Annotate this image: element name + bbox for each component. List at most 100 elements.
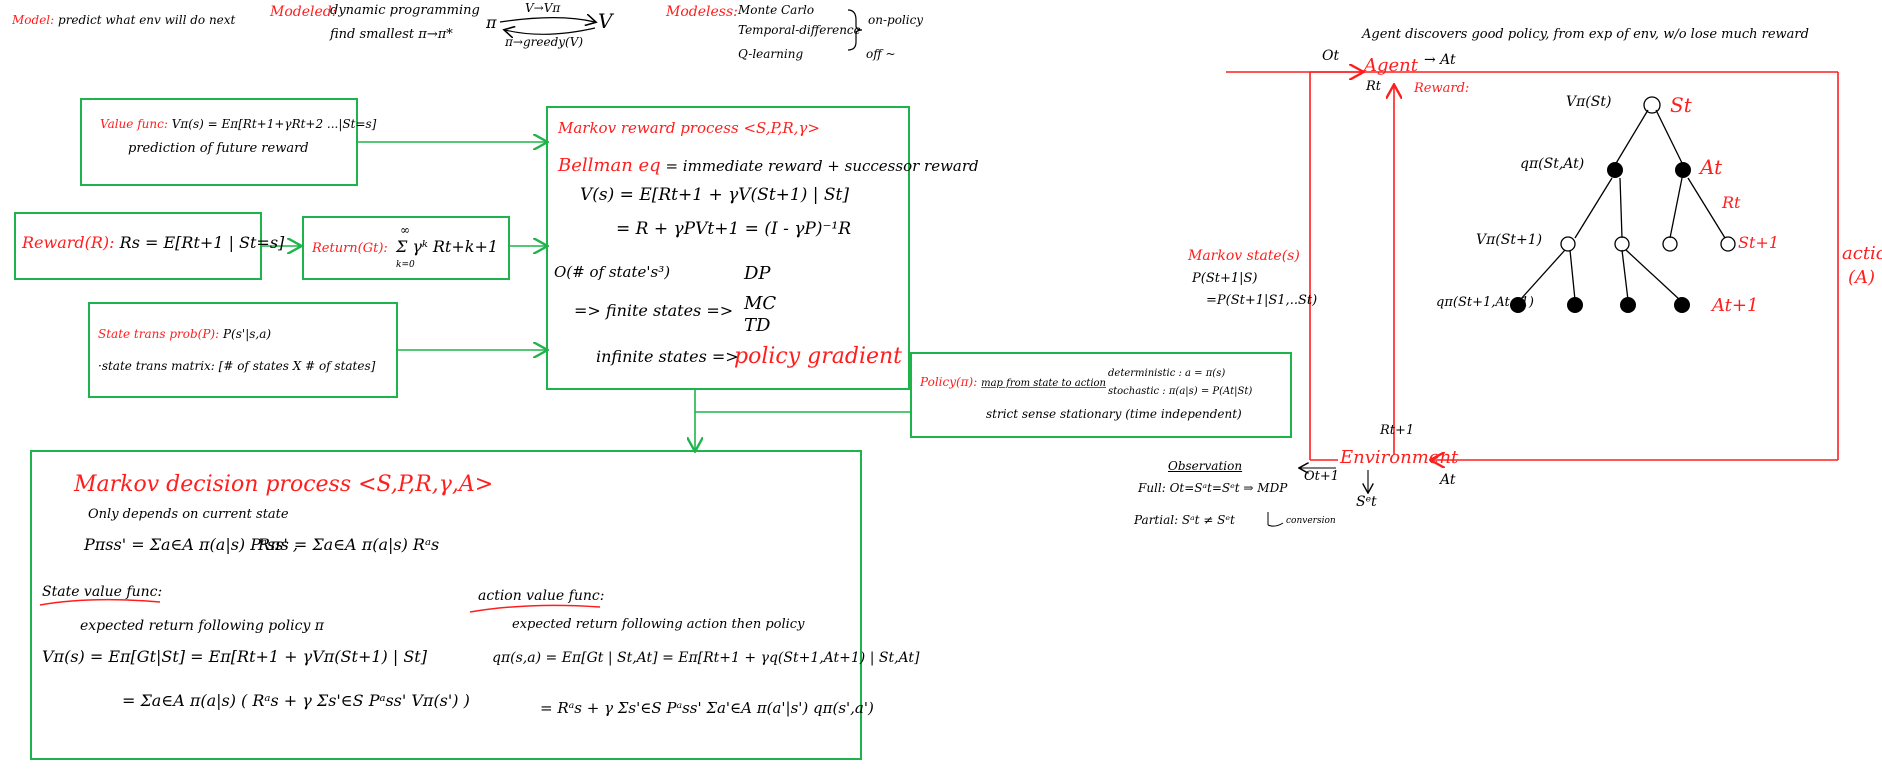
cycle-arrow-bottom	[505, 28, 596, 34]
mrp-complexity: O(# of state's³)	[554, 263, 671, 281]
model-note: Model: predict what env will do next	[12, 13, 236, 28]
observation-title: Observation	[1168, 459, 1243, 473]
modeless-label: Modeless:	[666, 4, 738, 20]
action-value-eq2: = Rᵃs + γ Σs'∈S Pᵃss' Σa'∈A π(a'|s') qπ(…	[540, 699, 874, 717]
policy-map: map from state to action	[981, 378, 1106, 389]
modeled-line1: dynamic programming	[330, 3, 480, 18]
action-nodes	[1510, 162, 1691, 313]
node-st1-c	[1662, 236, 1678, 252]
mrp-dp: DP	[744, 263, 771, 284]
bellman-line: Bellman eq = immediate reward + successo…	[558, 155, 979, 177]
state-trans-label: State trans prob(P):	[98, 327, 220, 341]
return-box: Return(Gt): ∞ Σ γᵏ Rt+k+1 k=0	[302, 216, 510, 280]
mrp-infinite: infinite states =>	[596, 347, 739, 366]
policy-stochastic: stochastic : π(a|s) = P(At|St)	[1108, 386, 1253, 397]
action-label: actio	[1842, 243, 1882, 264]
mdp-only: Only depends on current state	[88, 507, 289, 522]
mdp-box: Markov decision process <S,P,R,γ,A> Only…	[30, 450, 920, 760]
state-value-desc: expected return following policy π	[80, 618, 325, 634]
state-trans-box: State trans prob(P): P(s'|s,a) ·state tr…	[88, 302, 398, 398]
markov-state-eq2: =P(St+1|S1,..St)	[1206, 293, 1318, 308]
env-rt1: Rt+1	[1380, 423, 1415, 438]
tree-q-st1-at1: qπ(St+1,At+1)	[1436, 295, 1534, 310]
tree-st: St	[1670, 93, 1692, 117]
mdp-r-eq: Rπs = Σa∈A π(a|s) Rᵃs	[258, 535, 440, 554]
reward-label: Reward(R):	[22, 233, 115, 252]
model-text: predict what env will do next	[58, 13, 236, 27]
bellman-text: = immediate reward + successor reward	[665, 157, 979, 175]
tree-at: At	[1700, 155, 1723, 179]
modeled-line2: find smallest π→π*	[330, 27, 453, 42]
observation-partial: Partial: Sᵃt ≠ Sᵉt	[1134, 513, 1235, 527]
return-label: Return(Gt):	[312, 241, 388, 256]
modeless-td: Temporal-difference	[738, 23, 861, 37]
backup-tree	[1519, 96, 1736, 301]
markov-state-eq1: P(St+1|S)	[1192, 271, 1258, 286]
brace-on-policy	[847, 9, 863, 51]
environment-label: Environment	[1340, 447, 1459, 468]
off-policy-label: off ~	[866, 47, 896, 61]
underline-state-value	[39, 598, 161, 606]
policy-line2: strict sense stationary (time independen…	[986, 407, 1242, 421]
action-value-eq1: qπ(s,a) = Eπ[Gt | St,At] = Eπ[Rt+1 + γq(…	[492, 650, 920, 666]
action-a-label: (A)	[1848, 267, 1876, 288]
markov-state-label: Markov state(s)	[1188, 248, 1300, 264]
node-st	[1643, 96, 1661, 114]
cycle-v: V	[598, 9, 613, 33]
tree-vpi-st1: Vπ(St+1)	[1476, 232, 1543, 248]
modeled-label: Modeled:	[270, 4, 337, 20]
reward-eq: Rs = E[Rt+1 | St=s]	[119, 233, 285, 252]
policy-box: Policy(π): map from state to action dete…	[910, 352, 1292, 438]
mrp-finite: => finite states =>	[574, 301, 734, 320]
value-func-eq: Vπ(s) = Eπ[Rt+1+γRt+2 ...|St=s]	[171, 117, 377, 131]
mrp-eq2: = R + γPVt+1 = (I - γP)⁻¹R	[616, 219, 852, 239]
reward-line: Reward(R): Rs = E[Rt+1 | St=s]	[22, 233, 285, 252]
agent-action-out: → At	[1424, 52, 1456, 68]
mrp-mc: MC	[744, 293, 777, 314]
tree-at1: At+1	[1712, 295, 1759, 316]
modeless-mc: Monte Carlo	[738, 3, 815, 17]
value-func-line2: prediction of future reward	[128, 141, 309, 156]
observation-full: Full: Ot=Sᵃt=Sᵉt ⇒ MDP	[1138, 481, 1288, 495]
agent-note: Agent discovers good policy, from exp of…	[1362, 27, 1809, 42]
policy-line1: Policy(π): map from state to action	[920, 375, 1106, 390]
agent-ot: Ot	[1322, 48, 1340, 64]
env-ste: Sᵉt	[1356, 494, 1377, 510]
env-ot1: Ot+1	[1304, 469, 1340, 484]
cycle-bottom-label: π→greedy(V)	[505, 35, 584, 49]
mdp-p-eq: Pπss' = Σa∈A π(a|s) Pᵃss' ,	[84, 535, 299, 554]
action-value-desc: expected return following action then po…	[512, 617, 805, 632]
reward-box: Reward(R): Rs = E[Rt+1 | St=s]	[14, 212, 284, 280]
policy-deterministic: deterministic : a = π(s)	[1108, 368, 1226, 379]
model-label: Model:	[12, 13, 55, 27]
underline-action-value	[469, 604, 601, 613]
cycle-pi: π	[486, 13, 497, 32]
state-trans-eq: P(s'|s,a)	[222, 327, 272, 341]
mrp-policy-gradient: policy gradient	[734, 344, 903, 369]
return-eq: Σ γᵏ Rt+k+1	[396, 237, 499, 256]
action-value-label: action value func:	[478, 588, 605, 604]
state-value-label: State value func:	[42, 584, 163, 600]
mrp-eq1: V(s) = E[Rt+1 + γV(St+1) | St]	[580, 185, 849, 205]
value-func-label: Value func:	[100, 117, 168, 131]
return-sum-bottom: k=0	[396, 260, 415, 270]
node-st1-b	[1614, 236, 1630, 252]
agent-label: Agent	[1364, 55, 1418, 76]
node-st1-a	[1560, 236, 1576, 252]
conversion-arrow	[1267, 512, 1284, 527]
state-trans-line2: ·state trans matrix: [# of states X # of…	[98, 359, 376, 373]
on-policy-label: on-policy	[868, 13, 924, 27]
return-sum-top: ∞	[400, 223, 410, 237]
observation-conversion: conversion	[1286, 516, 1336, 526]
mrp-td: TD	[744, 315, 771, 336]
mrp-title: Markov reward process <S,P,R,γ>	[558, 119, 820, 137]
policy-label: Policy(π):	[920, 375, 978, 389]
value-func-line1: Value func: Vπ(s) = Eπ[Rt+1+γRt+2 ...|St…	[100, 117, 377, 132]
mrp-box: Markov reward process <S,P,R,γ> Bellman …	[546, 106, 979, 390]
state-value-eq2: = Σa∈A π(a|s) ( Rᵃs + γ Σs'∈S Pᵃss' Vπ(s…	[122, 691, 470, 710]
env-at: At	[1440, 472, 1456, 488]
agent-rt: Rt	[1366, 79, 1382, 94]
reward-tree-label: Reward:	[1414, 81, 1470, 96]
tree-rt: Rt	[1722, 193, 1741, 212]
